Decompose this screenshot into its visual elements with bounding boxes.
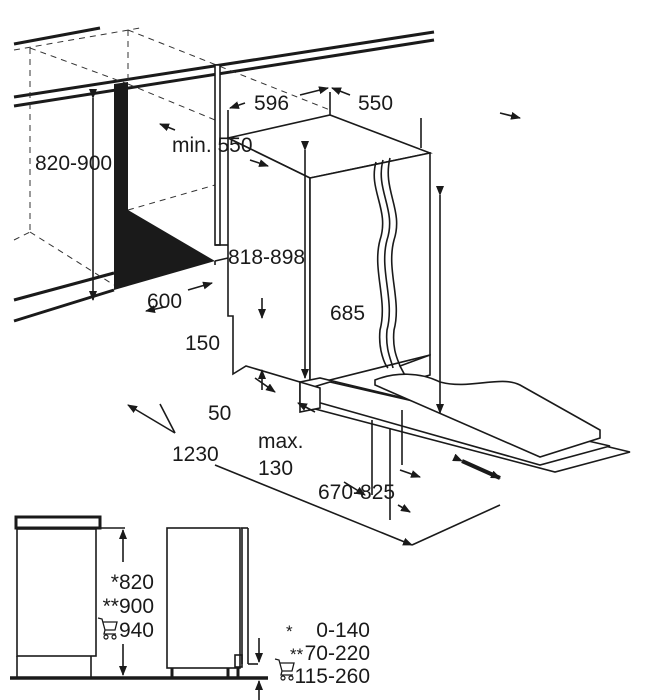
cart-icon — [274, 658, 295, 681]
dim-818-898: 818-898 — [228, 246, 305, 269]
dim-820-900: 820-900 — [35, 152, 112, 175]
dim-150: 150 — [185, 332, 220, 355]
dishwasher-body — [225, 92, 433, 387]
dim-130: 130 — [258, 457, 293, 480]
dim-550: 550 — [358, 92, 393, 115]
cabinet-lines — [13, 26, 435, 323]
side-view — [10, 515, 268, 700]
dimension-arrows — [89, 86, 521, 546]
plinth-mark-1: * — [286, 622, 293, 641]
dim-max-label: max. — [258, 430, 304, 453]
niche-shadow — [114, 82, 215, 290]
side-height-2: **900 — [103, 595, 154, 618]
plinth-value-3: 115-260 — [294, 665, 370, 688]
cart-icon — [97, 617, 118, 640]
plinth-mark-2: ** — [290, 645, 304, 664]
side-height-1: *820 — [111, 571, 154, 594]
dim-1230: 1230 — [172, 443, 219, 466]
dim-600: 600 — [147, 290, 182, 313]
dim-min-550: min. 550 — [172, 134, 253, 157]
plinth-value-2: 70-220 — [305, 642, 370, 665]
open-door — [299, 373, 631, 473]
dim-50: 50 — [208, 402, 231, 425]
side-height-3: 940 — [119, 619, 154, 642]
dim-670-825: 670-825 — [318, 481, 395, 504]
dim-596: 596 — [254, 92, 289, 115]
plinth-value-1: 0-140 — [316, 619, 370, 642]
dim-685: 685 — [330, 302, 365, 325]
